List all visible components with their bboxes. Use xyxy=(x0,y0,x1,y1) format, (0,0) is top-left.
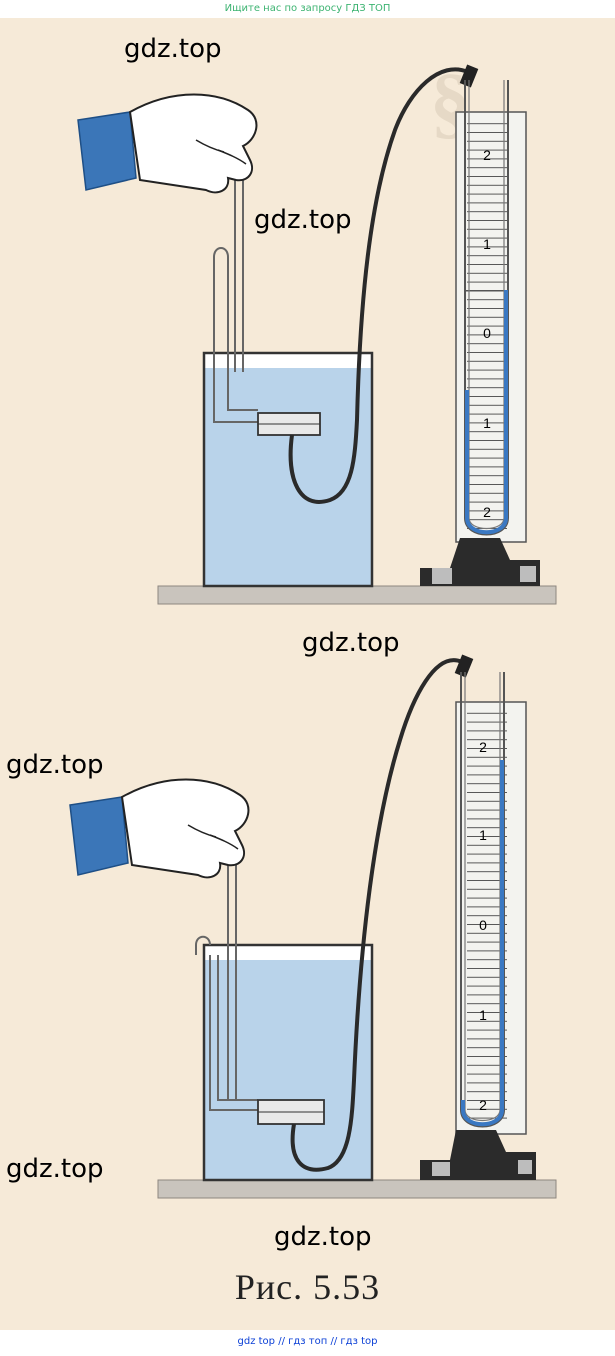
liquid-column xyxy=(461,760,504,1127)
figure-caption: Рис. 5.53 xyxy=(234,1267,381,1307)
rubber-hose xyxy=(290,658,463,1172)
glass-tube xyxy=(213,247,258,423)
watermark: gdz.top xyxy=(302,628,400,658)
table-top xyxy=(157,585,557,605)
figure-1: 2 1 0 1 2 xyxy=(77,64,557,605)
scale-label: 0 xyxy=(483,325,491,341)
scale-label: 1 xyxy=(483,415,491,431)
scale-label: 1 xyxy=(479,1007,487,1023)
manometer-scale xyxy=(467,120,507,530)
water xyxy=(204,960,372,1180)
watermark: gdz.top xyxy=(124,34,222,64)
water xyxy=(204,368,372,586)
footer-separator: // xyxy=(278,1336,285,1347)
watermark: gdz.top xyxy=(6,1154,104,1184)
top-banner[interactable]: Ищите нас по запросу ГДЗ ТОП xyxy=(224,3,391,14)
scale-label: 1 xyxy=(483,236,491,252)
footer-links: gdz top // гдз топ // гдз top xyxy=(0,1336,615,1347)
table-top xyxy=(157,1179,557,1199)
watermark: gdz.top xyxy=(254,205,352,235)
watermark: gdz.top xyxy=(274,1222,372,1252)
rubber-hose xyxy=(288,67,469,504)
scale-label: 2 xyxy=(483,147,491,163)
watermark: gdz.top xyxy=(6,750,104,780)
footer-separator: // xyxy=(330,1336,338,1347)
footer-link[interactable]: гдз top xyxy=(340,1336,378,1347)
footer-link[interactable]: gdz top xyxy=(237,1336,276,1347)
figure-2: 2 1 0 1 2 xyxy=(69,654,557,1199)
scale-label: 0 xyxy=(479,917,487,933)
hand xyxy=(69,778,250,879)
scale-label: 2 xyxy=(479,739,487,755)
liquid-column xyxy=(465,290,508,535)
hand xyxy=(77,93,258,194)
glass-tube xyxy=(195,935,258,1111)
scale-label: 2 xyxy=(479,1097,487,1113)
scale-label: 2 xyxy=(483,504,491,520)
footer-link[interactable]: гдз топ xyxy=(288,1336,328,1347)
scale-label: 1 xyxy=(479,827,487,843)
